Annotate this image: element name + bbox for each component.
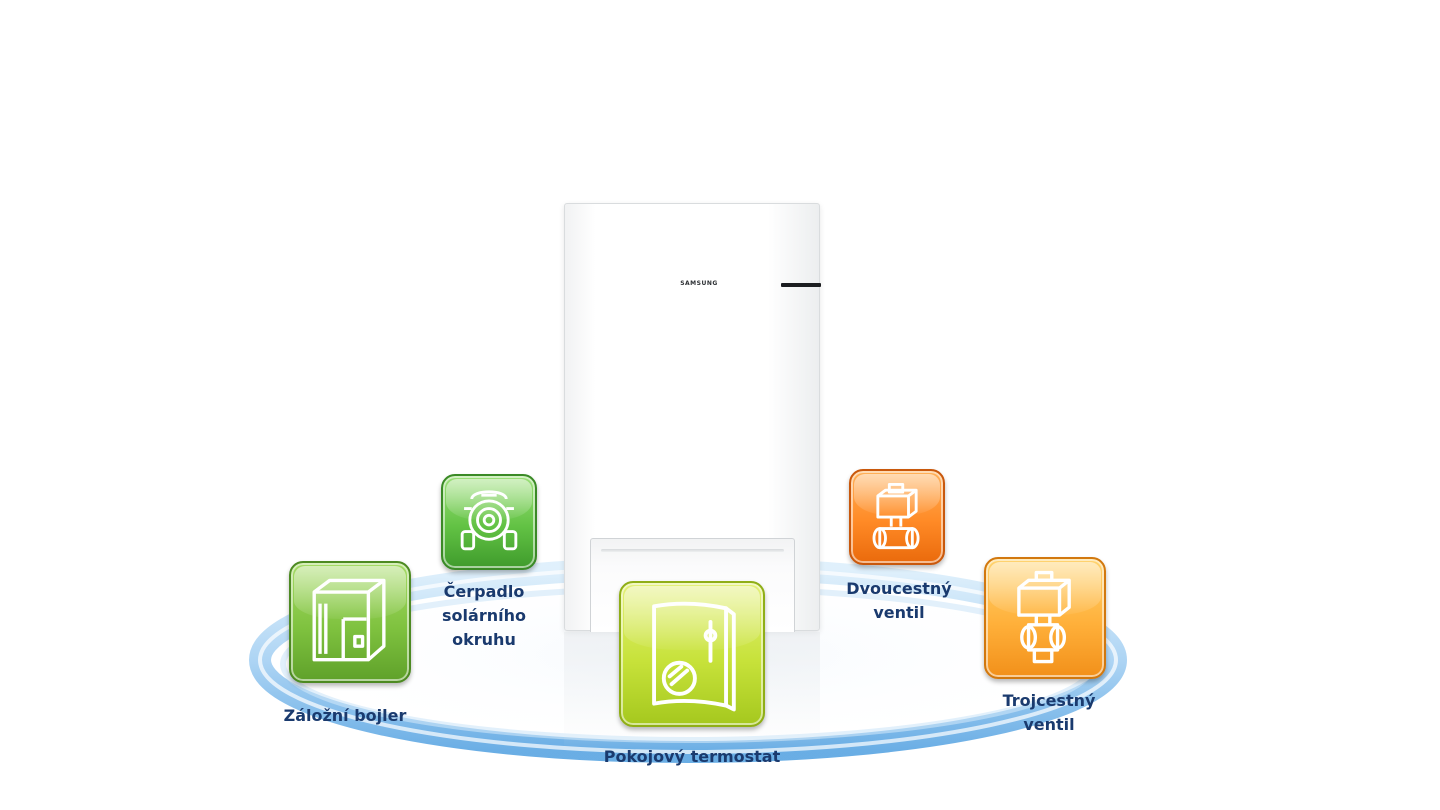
solar-pump-label-line-2: solárního [442,606,526,625]
two-way-valve-label: Dvoucestný ventil [834,577,964,625]
three-way-valve-label-line-2: ventil [1023,715,1075,734]
backup-boiler-label: Záložní bojler [283,706,407,725]
two-way-valve-tile[interactable] [849,469,945,565]
three-way-valve-label-line-1: Trojcestný [1002,691,1096,710]
cover-lip [601,549,784,552]
circulation-pump-icon [460,490,518,551]
room-thermostat-tile[interactable] [619,581,765,727]
two-way-valve-icon [872,482,920,550]
three-way-valve-tile[interactable] [984,557,1106,679]
solar-pump-label-line-3: okruhu [452,630,516,649]
three-way-valve-icon [1017,570,1071,664]
backup-boiler-icon [312,578,386,662]
room-thermostat-icon [652,601,736,712]
unit-handle [781,283,821,287]
indoor-unit: SAMSUNG [564,203,821,632]
solar-pump-label-line-1: Čerpadlo [443,582,525,601]
solar-pump-label: Čerpadlo solárního okruhu [424,580,544,652]
brand-logo: SAMSUNG [680,280,718,287]
two-way-valve-label-line-2: ventil [873,603,925,622]
solar-pump-tile[interactable] [441,474,537,570]
backup-boiler-tile[interactable] [289,561,411,683]
room-thermostat-label: Pokojový termostat [603,747,781,766]
three-way-valve-label: Trojcestný ventil [984,689,1114,737]
two-way-valve-label-line-1: Dvoucestný [846,579,952,598]
